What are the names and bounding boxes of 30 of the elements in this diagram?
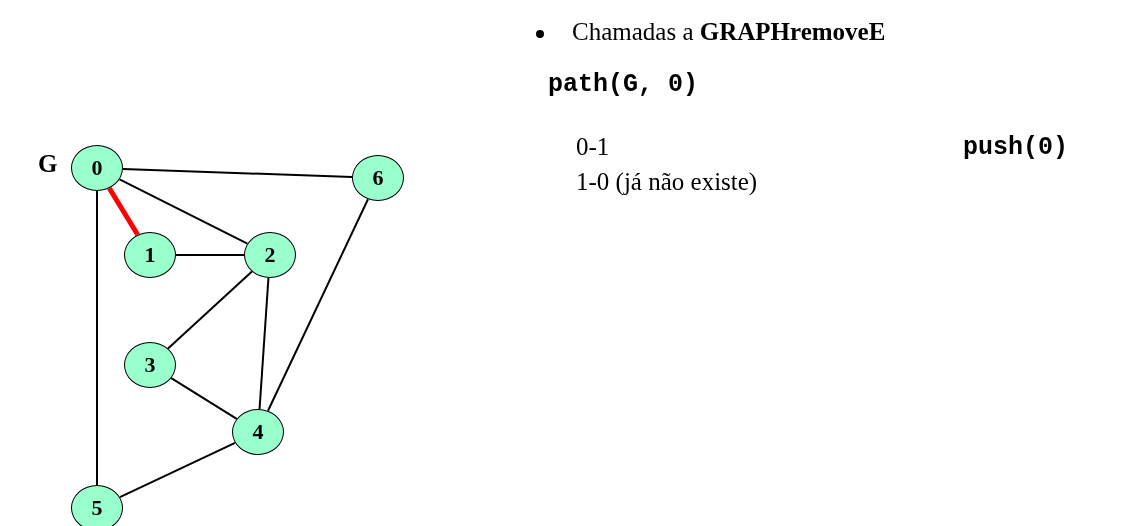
vertex-circle <box>71 145 123 191</box>
vertex-circle <box>124 342 176 388</box>
edge-line <box>122 167 353 179</box>
edge-line <box>167 270 253 350</box>
vertex-label: 3 <box>144 352 156 378</box>
vertex-label: 2 <box>264 242 276 268</box>
edge-line <box>175 254 245 256</box>
stack-operation: push(0) <box>963 133 1069 162</box>
edge-line <box>267 198 369 412</box>
vertex-label: 4 <box>252 419 264 445</box>
vertex-circle <box>232 409 284 455</box>
vertex-circle <box>352 155 404 201</box>
bullet-text: Chamadas a GRAPHremoveE <box>572 18 886 46</box>
vertex-label: 1 <box>144 242 156 268</box>
edge-step: 1-0 (já não existe) <box>576 168 758 196</box>
function-call: path(G, 0) <box>548 70 699 99</box>
edge-line <box>107 186 140 237</box>
edge-line <box>118 178 249 245</box>
edge-line <box>170 377 238 420</box>
vertex-circle <box>124 232 176 278</box>
vertex-circle <box>244 232 296 278</box>
graph-name: G <box>38 150 58 178</box>
edge-line <box>258 276 270 411</box>
vertex-circle <box>71 485 123 526</box>
edge-line <box>118 441 237 499</box>
vertex-label: 5 <box>91 495 103 521</box>
vertex-label: 6 <box>372 165 384 191</box>
vertex-label: 0 <box>91 155 103 181</box>
edge-line <box>96 190 98 486</box>
edge-step: 0-1 <box>576 133 610 161</box>
